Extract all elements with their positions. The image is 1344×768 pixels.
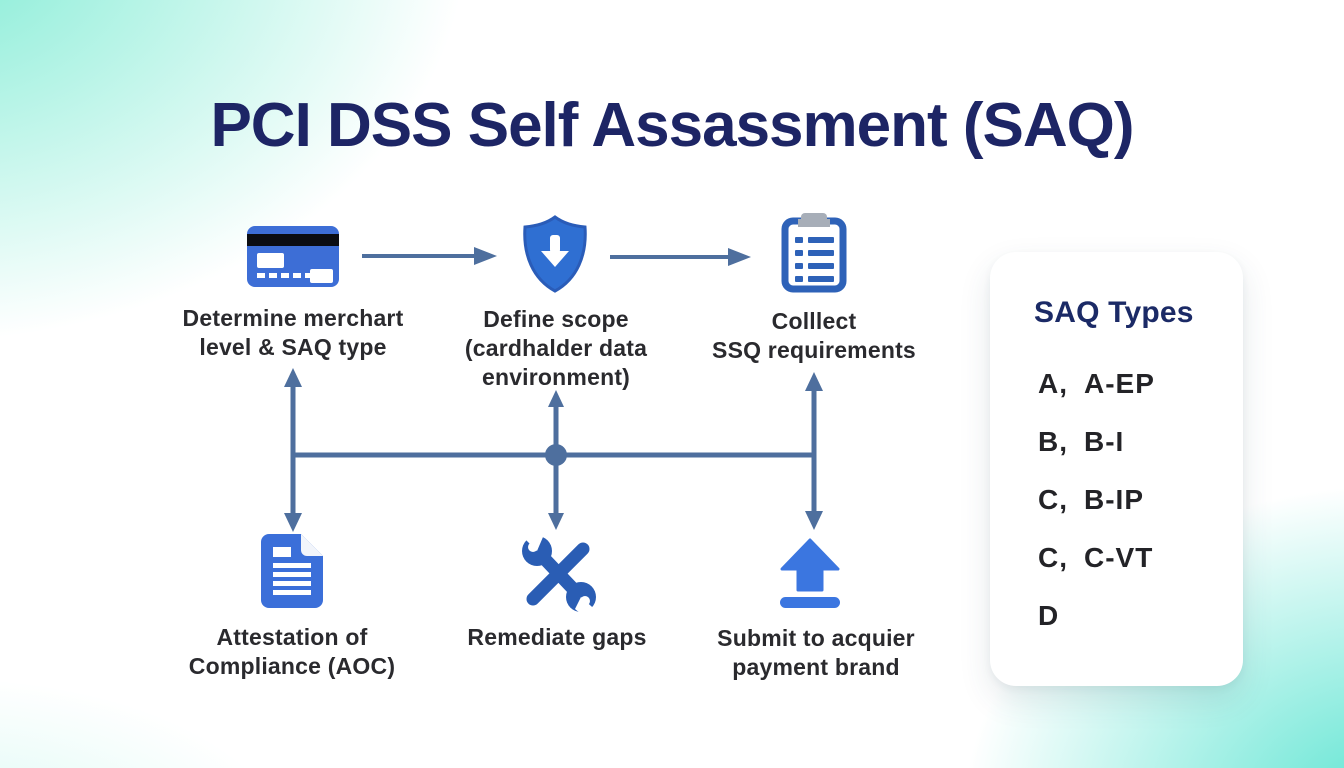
- saq-type-item: D: [1038, 600, 1060, 631]
- saq-type-item: C,C-VT: [1038, 542, 1154, 573]
- upload-icon: [780, 538, 840, 608]
- saq-type-item: B,B-I: [1038, 426, 1125, 457]
- saq-type-list: A,A-EP B,B-I C,B-IP C,C-VT D: [1038, 367, 1155, 657]
- saq-types-panel: SAQ Types A,A-EP B,B-I C,B-IP C,C-VT D: [990, 252, 1243, 686]
- step-label: Colllect SSQ requirements: [712, 308, 916, 363]
- credit-card-icon: [247, 226, 339, 287]
- shield-download-icon: [523, 215, 587, 293]
- page-title: PCI DSS Self Assassment (SAQ): [210, 91, 1134, 160]
- saq-type-item: A,A-EP: [1038, 368, 1155, 399]
- saq-type-item: C,B-IP: [1038, 484, 1144, 515]
- saq-panel-title: SAQ Types: [1034, 296, 1194, 329]
- step-label: Submit to acquier payment brand: [717, 625, 915, 680]
- step-label: Remediate gaps: [467, 624, 647, 650]
- step-label: Attestation of Compliance (AOC): [188, 624, 396, 679]
- step-label: Determine merchart level & SAQ type: [182, 305, 404, 360]
- crossed-tools-icon: [519, 529, 601, 619]
- clipboard-checklist-icon: [781, 213, 847, 293]
- document-icon: [261, 534, 323, 608]
- step-label: Define scope (cardhalder data environmen…: [464, 306, 648, 390]
